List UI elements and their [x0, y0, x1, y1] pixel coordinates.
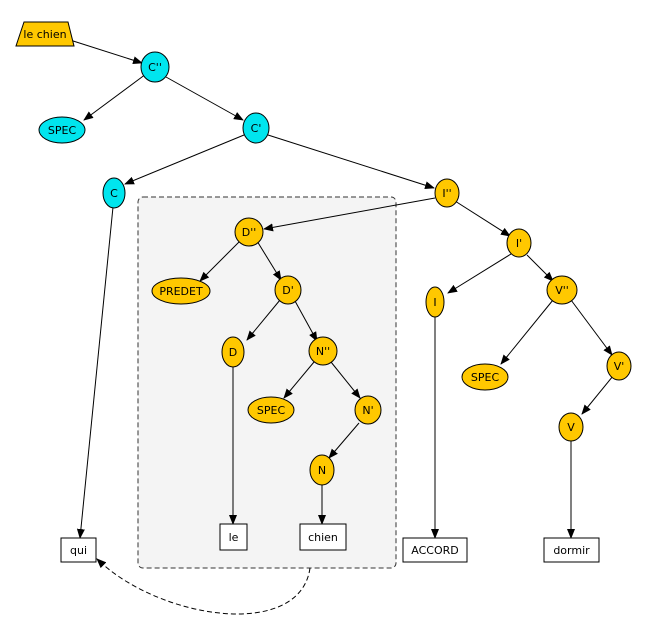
svg-text:dormir: dormir: [553, 544, 590, 557]
svg-text:V': V': [614, 360, 625, 373]
svg-text:PREDET: PREDET: [159, 285, 203, 298]
svg-text:V'': V'': [555, 284, 569, 297]
node-predet: PREDET: [151, 277, 211, 305]
svg-text:I'': I'': [442, 187, 451, 200]
node-d: D: [221, 336, 245, 368]
start-node-le-chien: le chien: [15, 21, 75, 47]
node-d-bar: D': [274, 275, 302, 305]
node-c: C: [102, 177, 126, 209]
svg-text:D: D: [229, 346, 237, 359]
start-node-label: le chien: [23, 28, 66, 41]
tree-edges: [69, 39, 614, 615]
svg-text:C: C: [110, 187, 118, 200]
leaf-dormir: dormir: [543, 537, 600, 563]
leaf-chien: chien: [299, 523, 347, 551]
node-n-bar: N': [354, 395, 382, 425]
node-i-double-bar: I'': [434, 178, 460, 208]
node-v-bar: V': [606, 351, 632, 381]
svg-text:D'': D'': [242, 226, 257, 239]
leaf-qui: qui: [60, 537, 97, 563]
svg-text:C': C': [251, 122, 262, 135]
np-group-box: [137, 196, 397, 569]
svg-text:D': D': [282, 284, 294, 297]
leaf-accord: ACCORD: [402, 537, 468, 563]
svg-text:qui: qui: [70, 544, 87, 557]
svg-text:V: V: [567, 421, 575, 434]
node-c-bar: C': [242, 112, 270, 144]
node-spec-c: SPEC: [38, 116, 86, 144]
node-n: N: [309, 454, 335, 486]
svg-text:SPEC: SPEC: [48, 124, 77, 137]
node-spec-v: SPEC: [461, 363, 509, 391]
node-spec-n: SPEC: [247, 396, 295, 424]
svg-text:C'': C'': [148, 61, 162, 74]
svg-text:I': I': [516, 237, 522, 250]
svg-text:ACCORD: ACCORD: [411, 544, 458, 557]
node-i-bar: I': [506, 228, 532, 258]
node-v-double-bar: V'': [546, 275, 578, 305]
svg-text:I: I: [433, 296, 436, 309]
svg-text:N': N': [362, 404, 373, 417]
svg-text:SPEC: SPEC: [471, 371, 500, 384]
leaf-le: le: [219, 523, 248, 551]
node-d-double-bar: D'': [234, 217, 264, 247]
node-c-double-bar: C'': [140, 51, 170, 83]
svg-text:N: N: [318, 464, 326, 477]
svg-text:N'': N'': [316, 345, 330, 358]
node-i: I: [425, 286, 445, 318]
svg-text:SPEC: SPEC: [257, 404, 286, 417]
node-n-double-bar: N'': [308, 336, 338, 366]
svg-text:le: le: [229, 531, 239, 544]
node-v: V: [558, 412, 584, 442]
svg-text:chien: chien: [308, 531, 338, 544]
